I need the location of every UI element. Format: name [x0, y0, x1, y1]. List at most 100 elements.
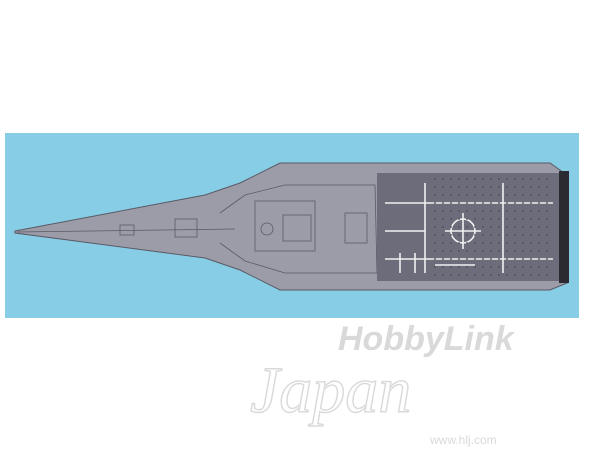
tie-down-point: [482, 194, 484, 196]
tie-down-point: [434, 274, 436, 276]
tie-down-point: [474, 202, 476, 204]
tie-down-grid: [434, 178, 548, 276]
tie-down-point: [434, 218, 436, 220]
tie-down-point: [458, 226, 460, 228]
tie-down-point: [482, 242, 484, 244]
tie-down-point: [482, 266, 484, 268]
tie-down-point: [522, 250, 524, 252]
tie-down-point: [498, 218, 500, 220]
tie-down-point: [442, 242, 444, 244]
tie-down-point: [434, 250, 436, 252]
watermark: HobbyLink Japan www.hlj.com: [249, 320, 515, 447]
tie-down-point: [482, 258, 484, 260]
tie-down-point: [450, 274, 452, 276]
tie-down-point: [514, 266, 516, 268]
tie-down-point: [514, 226, 516, 228]
tie-down-point: [530, 250, 532, 252]
tie-down-point: [538, 234, 540, 236]
tie-down-point: [458, 218, 460, 220]
tie-down-point: [442, 218, 444, 220]
tie-down-point: [546, 186, 548, 188]
tie-down-point: [498, 242, 500, 244]
tie-down-point: [506, 218, 508, 220]
bridge-block: [254, 200, 316, 252]
bow-centerline: [16, 228, 236, 233]
tie-down-point: [450, 226, 452, 228]
tie-down-point: [498, 178, 500, 180]
tie-down-point: [514, 242, 516, 244]
tie-down-point: [466, 202, 468, 204]
tie-down-point: [530, 226, 532, 228]
tie-down-point: [514, 234, 516, 236]
tie-down-point: [538, 266, 540, 268]
tie-down-point: [442, 178, 444, 180]
tie-down-point: [482, 178, 484, 180]
tie-down-point: [466, 258, 468, 260]
tie-down-point: [522, 234, 524, 236]
tie-down-point: [514, 202, 516, 204]
tie-down-point: [530, 266, 532, 268]
tie-down-point: [506, 266, 508, 268]
tie-down-point: [490, 178, 492, 180]
tie-down-point: [498, 258, 500, 260]
tie-down-point: [546, 218, 548, 220]
tie-down-point: [466, 266, 468, 268]
tie-down-point: [538, 218, 540, 220]
tie-down-point: [458, 242, 460, 244]
tie-down-point: [546, 178, 548, 180]
tie-down-point: [434, 242, 436, 244]
tie-down-point: [442, 202, 444, 204]
tie-down-point: [514, 274, 516, 276]
tie-down-point: [466, 218, 468, 220]
tie-down-point: [506, 258, 508, 260]
deck-markings: [385, 183, 553, 273]
tie-down-point: [442, 258, 444, 260]
rear-equipment: [344, 212, 368, 244]
tie-down-point: [498, 274, 500, 276]
tie-down-point: [490, 234, 492, 236]
tie-down-point: [466, 234, 468, 236]
tie-down-point: [482, 186, 484, 188]
tie-down-point: [530, 258, 532, 260]
tie-down-point: [546, 266, 548, 268]
tie-down-point: [546, 202, 548, 204]
tie-down-point: [506, 226, 508, 228]
tie-down-point: [506, 234, 508, 236]
tie-down-point: [530, 186, 532, 188]
tie-down-point: [434, 226, 436, 228]
tie-down-point: [466, 242, 468, 244]
tie-down-point: [466, 194, 468, 196]
tie-down-point: [506, 274, 508, 276]
gun-turret: [119, 224, 135, 236]
tie-down-point: [530, 210, 532, 212]
tie-down-point: [546, 274, 548, 276]
tie-down-point: [522, 186, 524, 188]
tie-down-point: [458, 234, 460, 236]
tie-down-point: [474, 186, 476, 188]
tie-down-point: [546, 234, 548, 236]
tie-down-point: [450, 178, 452, 180]
tie-down-point: [490, 258, 492, 260]
tie-down-point: [434, 202, 436, 204]
tie-down-point: [450, 242, 452, 244]
tie-down-point: [514, 194, 516, 196]
radar-dome: [260, 222, 274, 236]
tie-down-point: [442, 210, 444, 212]
tie-down-point: [458, 250, 460, 252]
tie-down-point: [474, 210, 476, 212]
tie-down-point: [490, 194, 492, 196]
tie-down-point: [450, 210, 452, 212]
tie-down-point: [538, 242, 540, 244]
tie-down-point: [450, 202, 452, 204]
tie-down-point: [506, 210, 508, 212]
tie-down-point: [514, 218, 516, 220]
tie-down-point: [522, 242, 524, 244]
tie-down-point: [546, 226, 548, 228]
tie-down-point: [514, 250, 516, 252]
tie-down-point: [538, 186, 540, 188]
tie-down-point: [482, 226, 484, 228]
tie-down-point: [490, 266, 492, 268]
tie-down-point: [514, 186, 516, 188]
tie-down-point: [522, 218, 524, 220]
tie-down-point: [498, 250, 500, 252]
